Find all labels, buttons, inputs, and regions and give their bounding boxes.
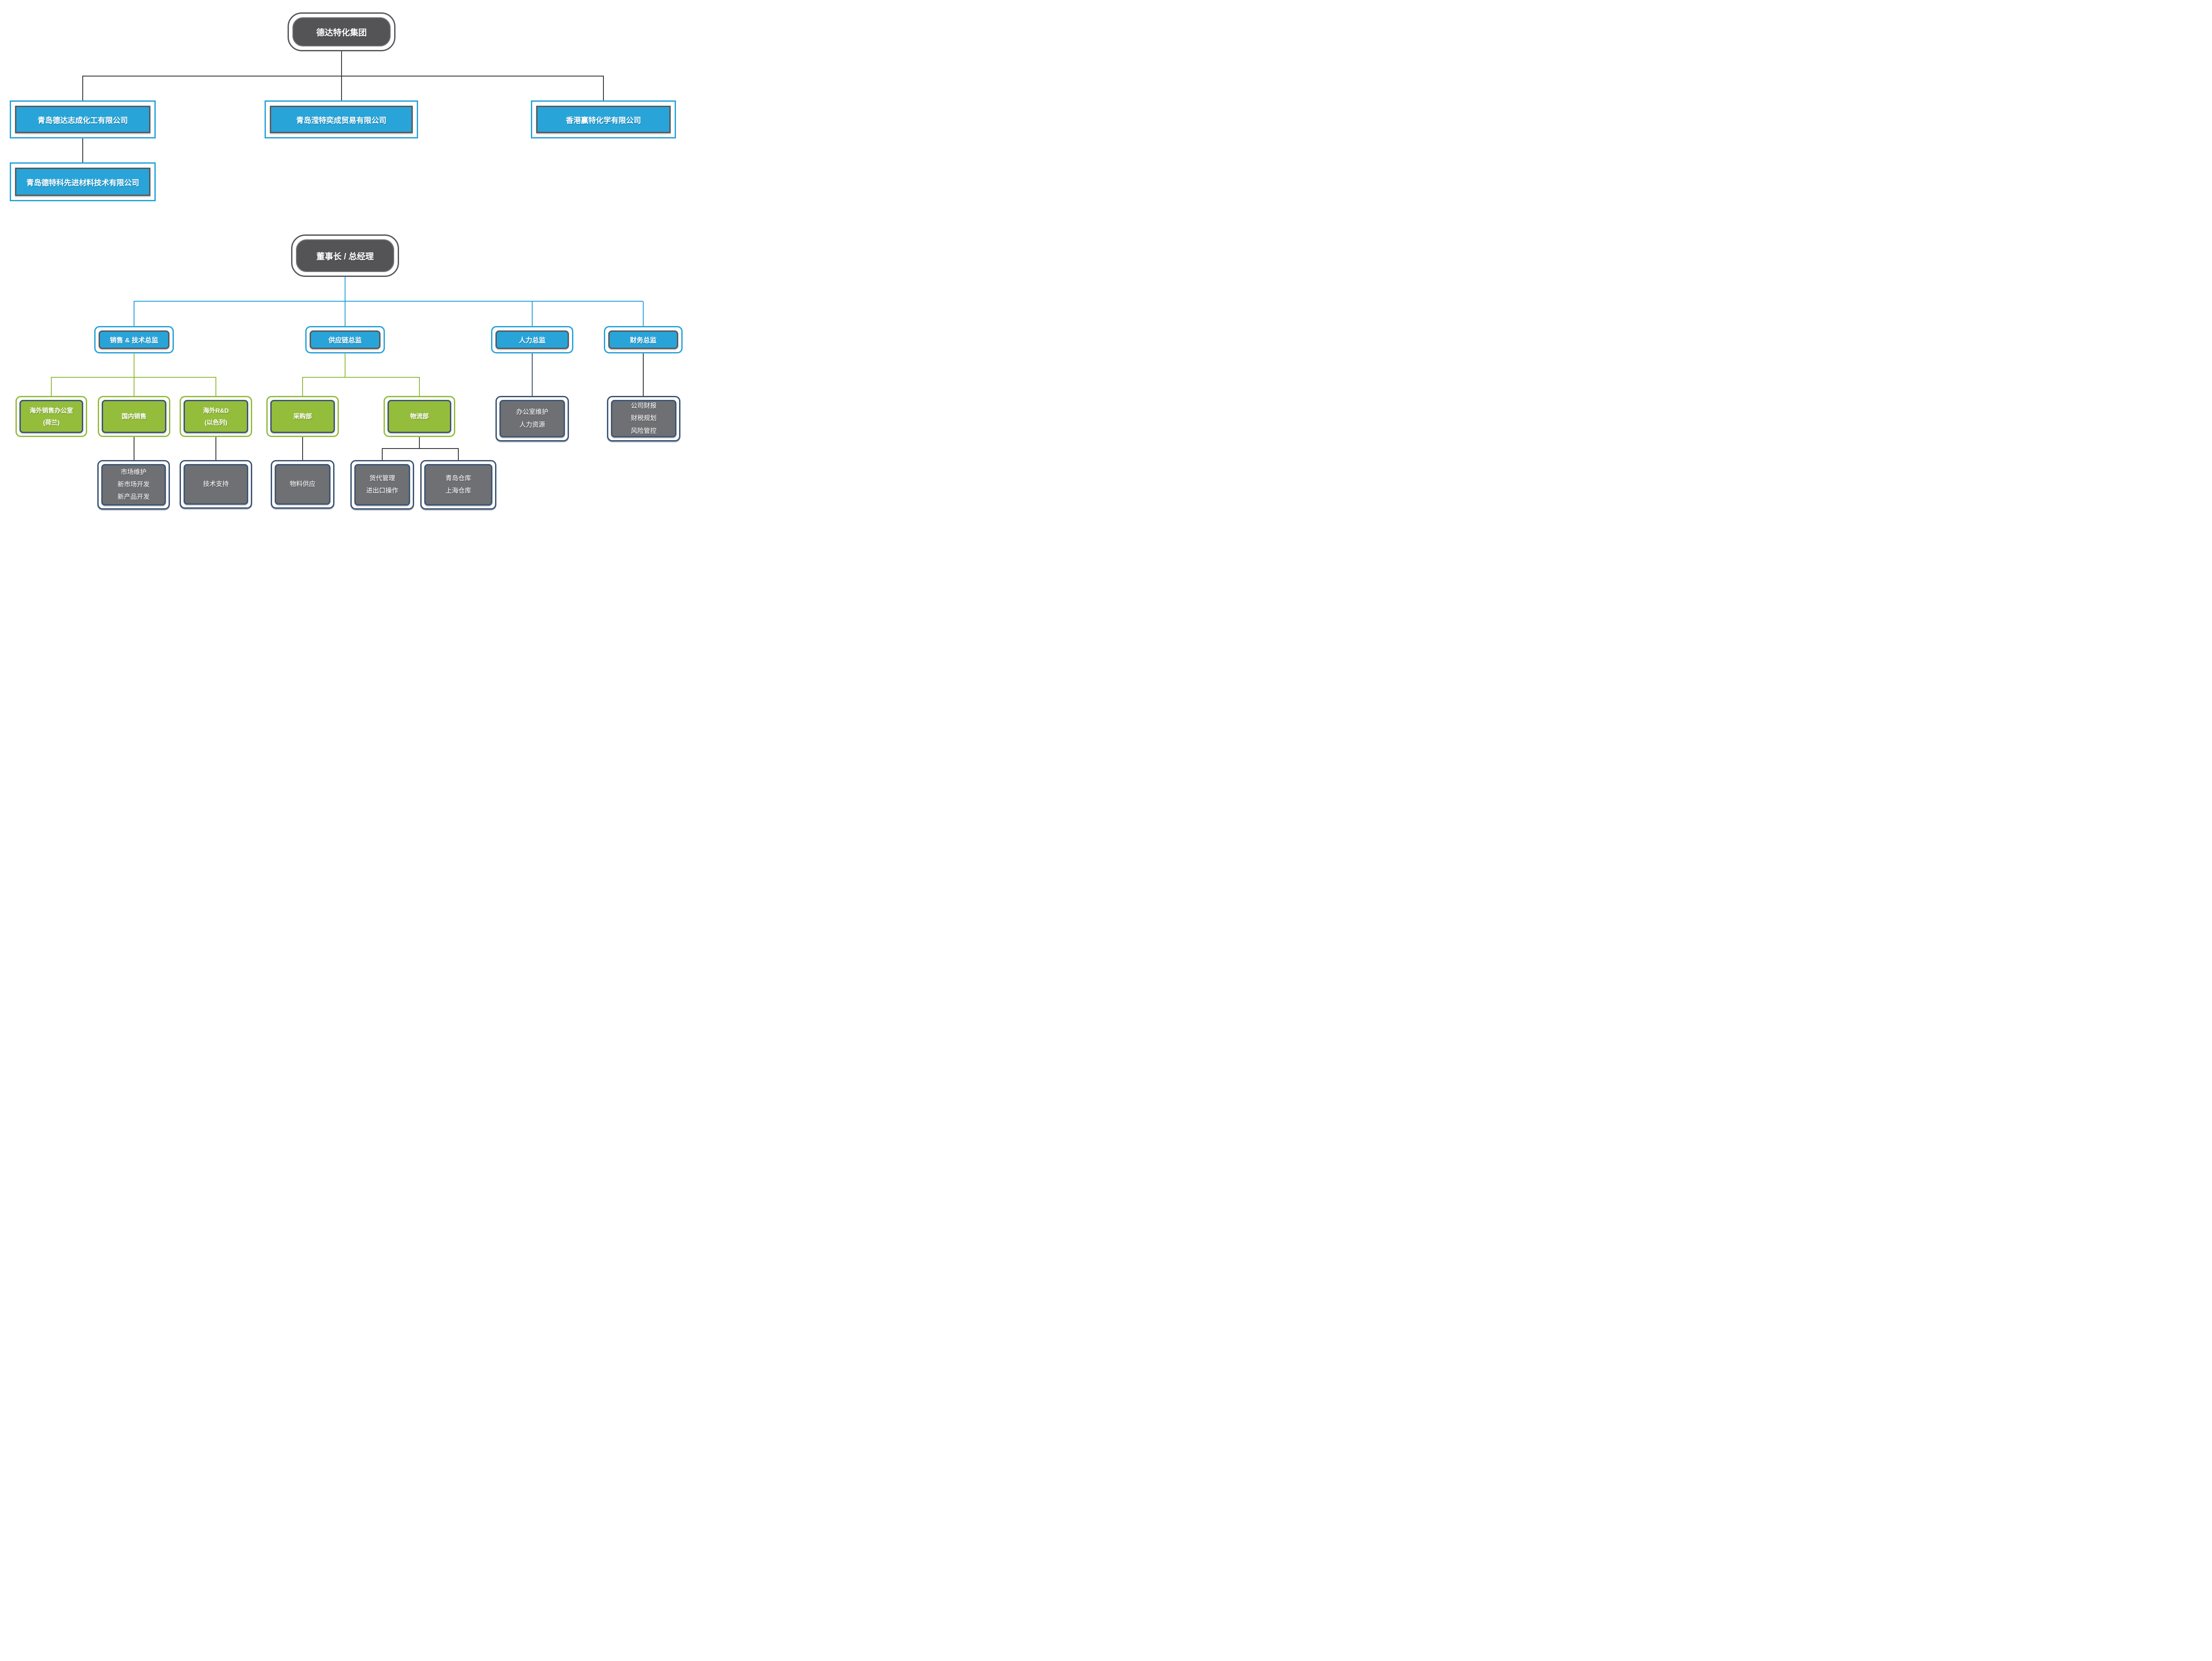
node-label: 供应链总监 <box>328 336 362 344</box>
connector-line <box>345 302 346 326</box>
overseas-rd-node: 海外R&D (以色列) <box>180 396 252 437</box>
node-label: 海外销售办公室 <box>30 407 73 414</box>
connector-line <box>51 378 52 396</box>
node-label: 青岛仓库 <box>445 475 471 482</box>
node-label: 办公室维护 <box>516 409 549 416</box>
connector-line <box>82 138 83 162</box>
tech-support-node: 技术支持 <box>180 460 252 509</box>
node-label: 德达特化集团 <box>316 28 367 38</box>
connector-line <box>51 377 216 378</box>
connector-line <box>419 378 420 396</box>
connector-line <box>643 302 644 326</box>
node-label: 财税规划 <box>631 415 657 422</box>
connector-line <box>532 302 533 326</box>
node-label: 采购部 <box>293 413 312 420</box>
node-label: 技术支持 <box>203 480 229 488</box>
connector-line <box>302 377 420 378</box>
company-node-qingdao-yingteyicheng: 青岛滢特奕成贸易有限公司 <box>265 100 418 138</box>
connector-line <box>215 378 216 396</box>
office-hr-functions-node: 办公室维护 人力资源 <box>495 396 569 441</box>
connector-line <box>215 437 216 460</box>
connector-line <box>643 353 644 396</box>
chairman-gm-node: 董事长 / 总经理 <box>291 234 399 277</box>
node-label: 上海仓库 <box>445 487 471 495</box>
company-node-hongkong-yingte: 香港赢特化学有限公司 <box>531 100 676 138</box>
company-node-qingdao-deteke: 青岛德特科先进材料技术有限公司 <box>10 162 156 201</box>
connector-line <box>458 449 459 460</box>
node-label: 海外R&D <box>203 407 229 414</box>
finance-director-node: 财务总监 <box>604 326 683 353</box>
node-label: 物流部 <box>410 413 429 420</box>
connector-line <box>302 378 303 396</box>
org-chart-canvas: 德达特化集团 青岛德达志成化工有限公司 青岛滢特奕成贸易有限公司 香港赢特化学有… <box>0 0 694 519</box>
node-label: 物料供应 <box>290 480 315 488</box>
sales-tech-director-node: 销售 & 技术总监 <box>94 326 174 353</box>
connector-line <box>82 76 604 77</box>
node-label: 人力总监 <box>518 336 545 344</box>
node-label: 销售 & 技术总监 <box>110 336 158 344</box>
node-label: (以色列) <box>204 418 227 426</box>
finance-functions-node: 公司财报 财税规划 风险管控 <box>607 396 680 441</box>
node-label: 公司财报 <box>631 403 657 410</box>
node-label: 货代管理 <box>369 475 395 482</box>
node-label: 市场维护 <box>121 468 146 476</box>
node-label: 进出口操作 <box>366 487 399 495</box>
node-label: 风险管控 <box>631 427 657 435</box>
connector-line <box>302 437 303 460</box>
connector-line <box>82 76 83 100</box>
node-label: 财务总监 <box>630 336 657 344</box>
connector-line <box>345 277 346 301</box>
node-label: 人力资源 <box>519 421 545 429</box>
warehouse-functions-node: 青岛仓库 上海仓库 <box>420 460 496 510</box>
node-label: 国内销售 <box>122 413 146 420</box>
market-dev-functions-node: 市场维护 新市场开发 新产品开发 <box>97 460 170 510</box>
node-label: 青岛滢特奕成贸易有限公司 <box>296 116 387 125</box>
logistics-dept-node: 物流部 <box>384 396 455 437</box>
node-label: (荷兰) <box>43 418 60 426</box>
supply-chain-director-node: 供应链总监 <box>305 326 385 353</box>
connector-line <box>603 76 604 100</box>
company-node-qingdao-dedazhicheng: 青岛德达志成化工有限公司 <box>10 100 156 138</box>
connector-line <box>345 353 346 377</box>
node-label: 香港赢特化学有限公司 <box>566 116 641 125</box>
domestic-sales-node: 国内销售 <box>98 396 170 437</box>
group-root-node: 德达特化集团 <box>288 12 396 51</box>
connector-line <box>532 353 533 396</box>
hr-director-node: 人力总监 <box>491 326 573 353</box>
node-label: 青岛德达志成化工有限公司 <box>38 116 128 125</box>
node-label: 新产品开发 <box>117 494 150 501</box>
connector-line <box>419 437 420 449</box>
purchasing-dept-node: 采购部 <box>266 396 339 437</box>
node-label: 青岛德特科先进材料技术有限公司 <box>26 178 139 187</box>
overseas-sales-office-node: 海外销售办公室 (荷兰) <box>15 396 87 437</box>
node-label: 董事长 / 总经理 <box>316 252 374 261</box>
connector-line <box>134 301 643 302</box>
material-supply-node: 物料供应 <box>271 460 334 509</box>
forwarding-functions-node: 货代管理 进出口操作 <box>350 460 414 510</box>
connector-line <box>382 448 459 449</box>
node-label: 新市场开发 <box>117 481 150 488</box>
connector-line <box>382 449 383 460</box>
